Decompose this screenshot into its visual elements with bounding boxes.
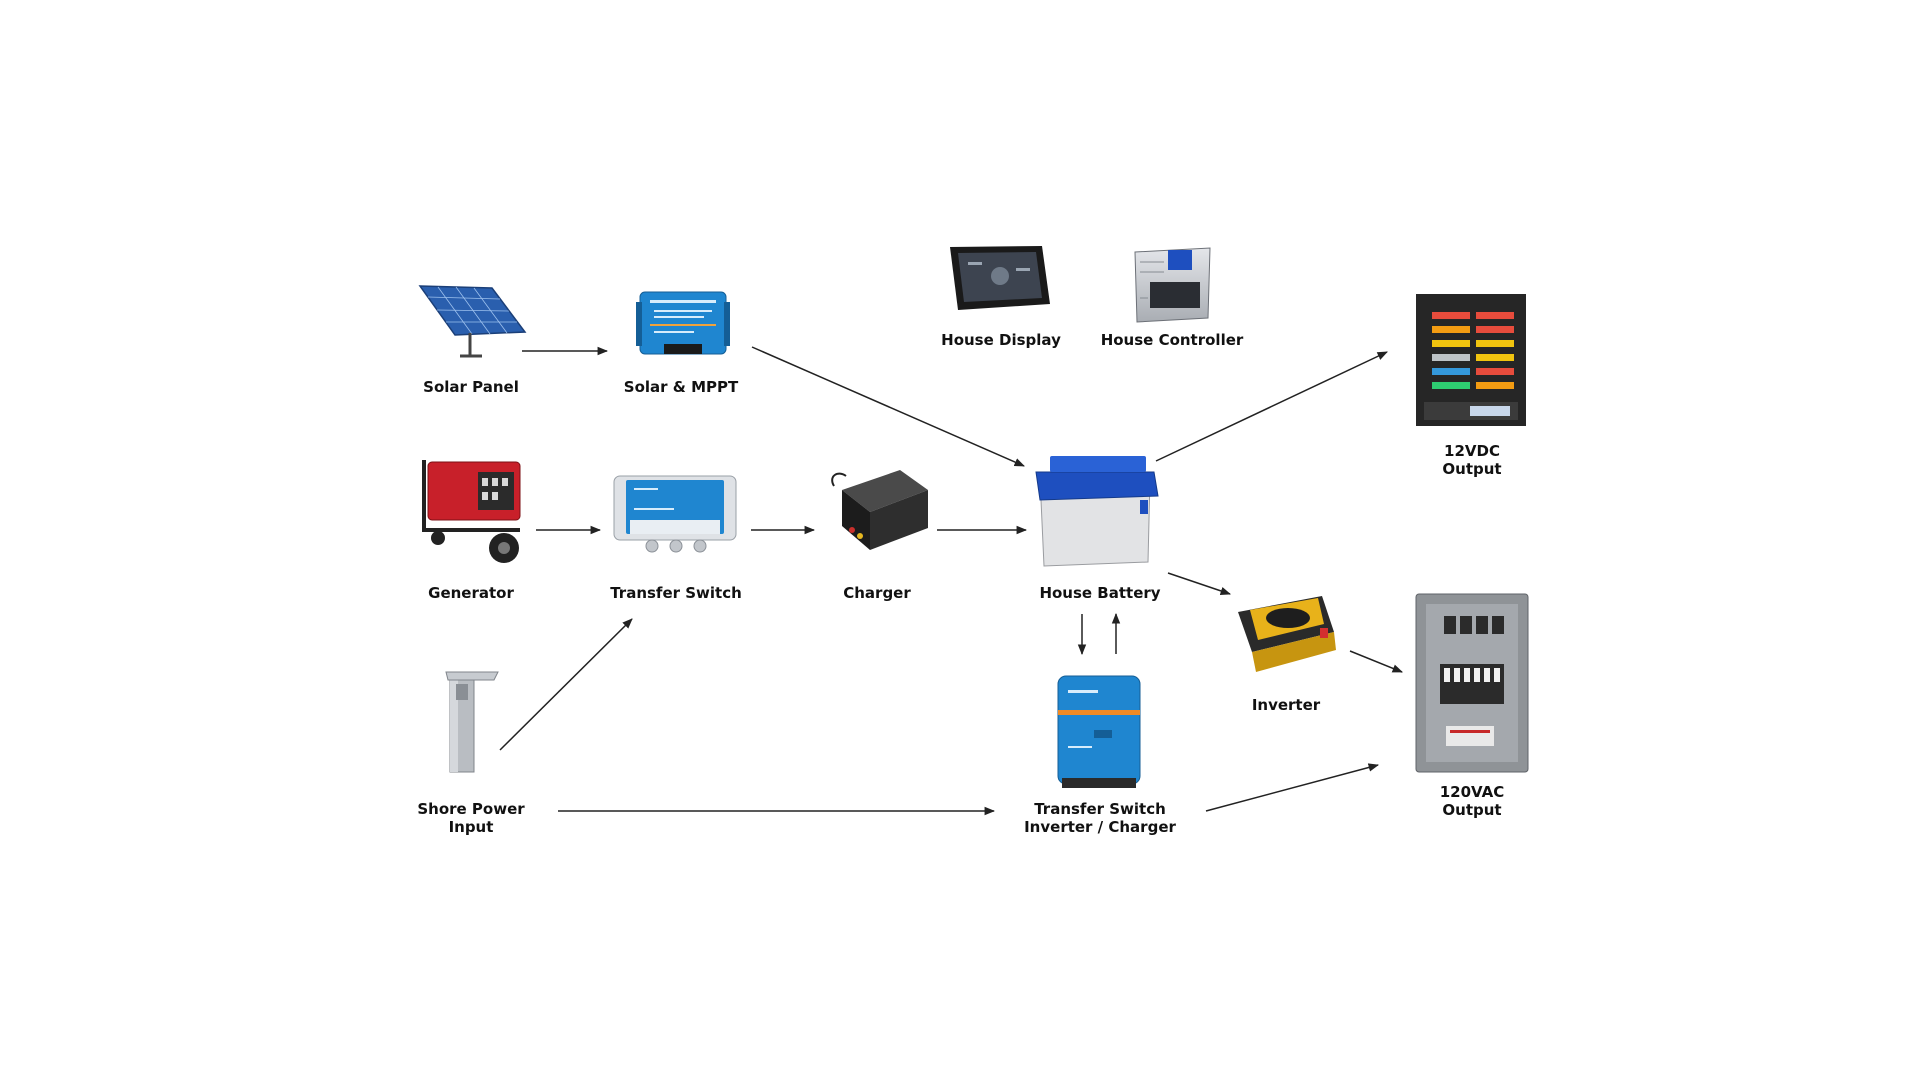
inverter-charger-label: Transfer Switch Inverter / Charger: [1024, 800, 1176, 836]
output-12vdc-label: 12VDC Output: [1442, 442, 1501, 478]
output-120vac-label: 120VAC Output: [1440, 783, 1505, 819]
inverter-label: Inverter: [1252, 696, 1320, 714]
connection-arrows: [499, 346, 1403, 816]
transfer-switch-label: Transfer Switch: [610, 584, 742, 602]
battery-charger-icon: [831, 470, 928, 550]
output-12vdc-label-line2: Output: [1442, 460, 1502, 478]
transfer-switch-icon: [613, 475, 737, 553]
solar-mppt-label-text: Solar & MPPT: [623, 378, 739, 396]
shore-power-label-line2: Input: [448, 818, 494, 836]
solar-mppt-label: Solar & MPPT: [624, 378, 738, 396]
inverter-charger-label-line1: Transfer Switch: [1034, 800, 1166, 818]
transfer-switch-label-text: Transfer Switch: [610, 584, 742, 602]
fuse-block-icon: [1416, 294, 1526, 426]
output-12vdc-label-line1: 12VDC: [1444, 442, 1500, 460]
arrow-inverter-charger-to-120vac: [1205, 763, 1380, 812]
breaker-panel-icon: [1415, 593, 1529, 773]
charger-label: Charger: [843, 584, 911, 602]
shore-power-label: Shore Power Input: [417, 800, 524, 836]
house-controller-label: House Controller: [1101, 331, 1244, 349]
solar-panel-label: Solar Panel: [423, 378, 519, 396]
arrow-battery-to-12vdc: [1155, 351, 1388, 462]
arrow-inverter-to-120vac: [1349, 650, 1403, 673]
mppt-controller-icon: [636, 291, 730, 355]
inverter-icon: [1238, 596, 1336, 672]
tablet-display-icon: [950, 246, 1050, 310]
generator-label-text: Generator: [428, 584, 514, 602]
house-display-label: House Display: [941, 331, 1061, 349]
arrow-battery-to-inverter: [1167, 572, 1231, 595]
house-battery-label: House Battery: [1039, 584, 1160, 602]
house-battery-label-text: House Battery: [1039, 584, 1161, 602]
battery-icon: [1035, 456, 1159, 567]
inverter-label-text: Inverter: [1251, 696, 1321, 714]
generator-icon: [422, 460, 521, 563]
house-controller-label-text: House Controller: [1100, 331, 1244, 349]
inverter-charger-label-line2: Inverter / Charger: [1024, 818, 1176, 836]
inverter-charger-icon: [1057, 675, 1141, 788]
house-display-label-text: House Display: [941, 331, 1061, 349]
solar-panel-label-text: Solar Panel: [423, 378, 519, 396]
arrow-shore-power-to-transfer-switch: [499, 618, 633, 751]
charger-label-text: Charger: [843, 584, 911, 602]
generator-label: Generator: [428, 584, 514, 602]
shore-power-label-line1: Shore Power: [417, 800, 525, 818]
solar-panel-icon: [418, 285, 527, 358]
output-120vac-label-line1: 120VAC: [1439, 783, 1505, 801]
arrow-mppt-to-battery: [751, 346, 1025, 467]
controller-module-icon: [1134, 247, 1211, 323]
shore-power-pedestal-icon: [445, 671, 499, 773]
output-120vac-label-line2: Output: [1442, 801, 1502, 819]
